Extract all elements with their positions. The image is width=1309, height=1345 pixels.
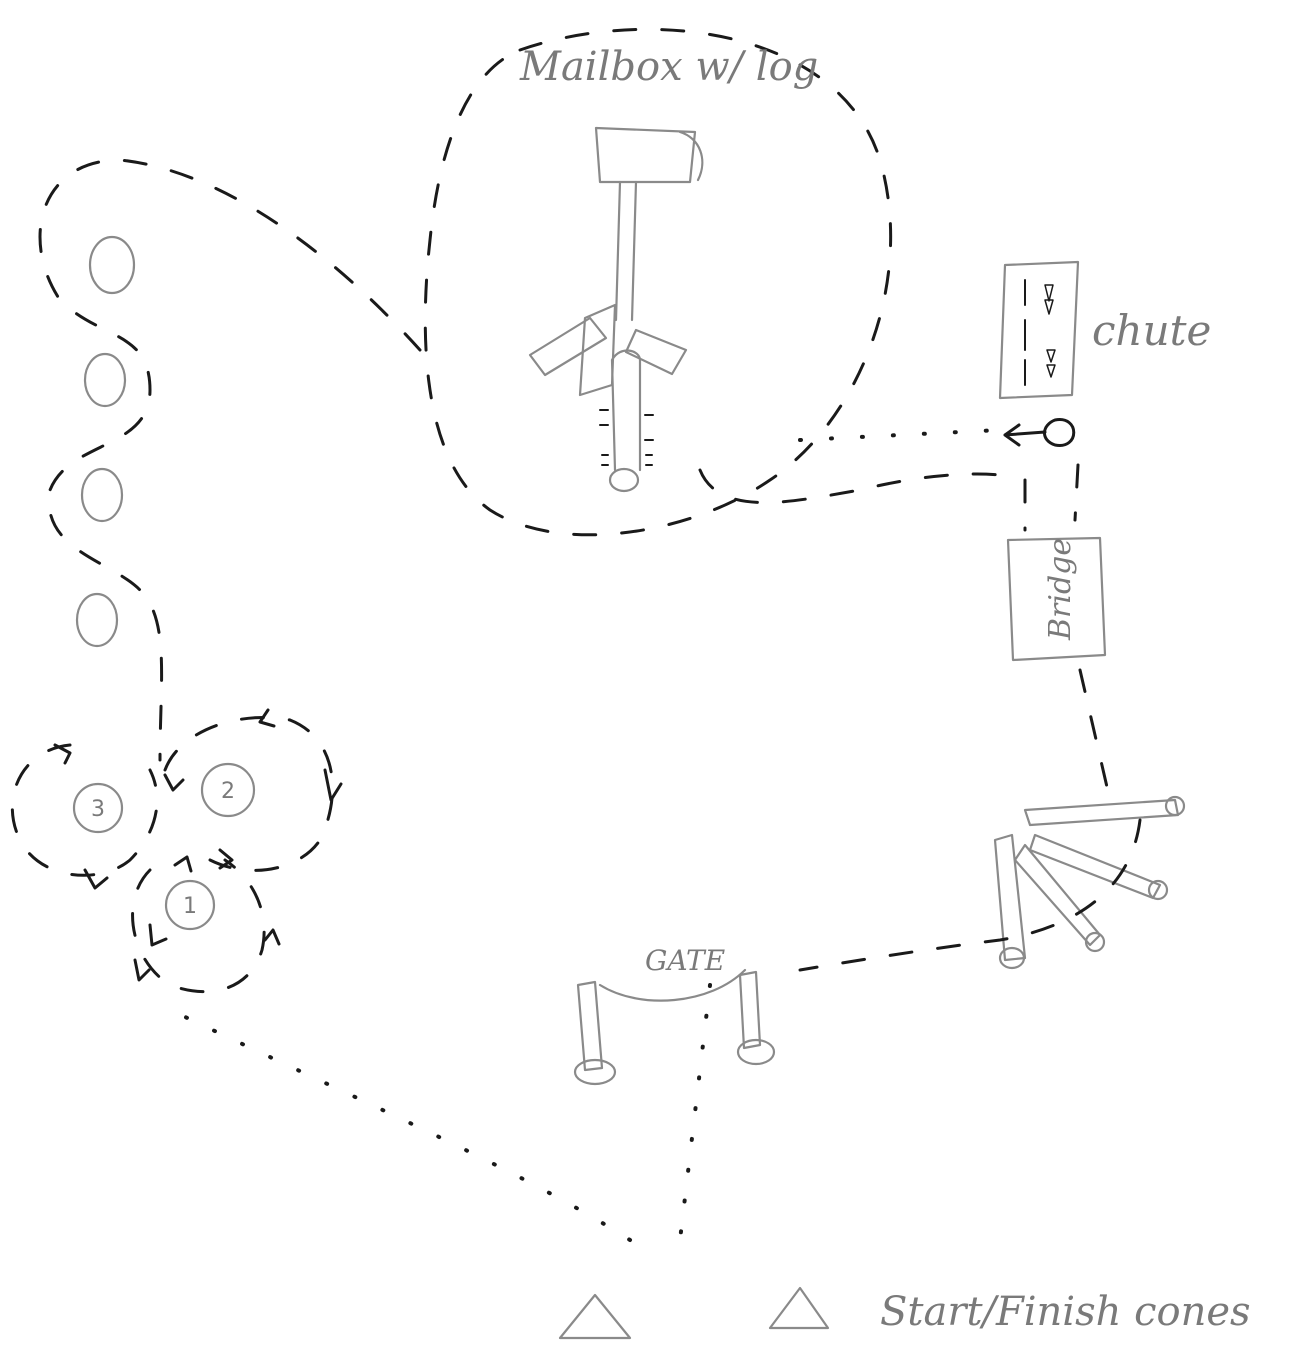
chute-icon [998,260,1080,400]
cone-weave [38,158,422,762]
log-lower [610,349,642,472]
numbered-cone-1 [164,879,216,931]
mailbox-post [614,180,638,322]
route-chute-to-mailbox [698,468,1002,504]
route-mailbox-to-chute [798,428,1002,442]
mailbox-obstacle: Mailbox w/ log [423,27,893,537]
pole-2 [1028,833,1162,900]
cone-number-1: 1 [183,894,197,919]
weave-route [38,158,422,762]
mailbox-label: Mailbox w/ log [519,44,818,90]
weave-cone-3 [80,467,124,523]
mailbox-route-circle [423,27,893,537]
pole-3 [1013,843,1102,947]
chute-obstacle: chute [998,260,1211,447]
circle-route-2 [163,715,334,872]
chute-label: chute [1092,306,1211,355]
mailbox-icon [594,126,704,184]
weave-cone-2 [83,352,127,408]
log-right [624,328,688,376]
route-gate-to-start [678,983,712,1242]
cone-number-3: 3 [91,797,105,822]
bridge-obstacle: Bridge [1006,463,1112,802]
start-finish-label: Start/Finish cones [880,1289,1251,1335]
bridge-label: Bridge [1043,538,1078,641]
course-routes [158,428,1002,1242]
circle-route-1 [131,858,266,993]
pole-route [798,818,1142,972]
start-cone-right [768,1286,830,1330]
bridge-route [1023,463,1112,802]
gate-rope [598,968,747,1002]
arrow-icon [53,708,343,982]
start-cone-left [558,1293,632,1340]
log-end [608,467,640,493]
numbered-cone-2 [200,762,256,818]
numbered-cones: 3 2 1 [10,708,343,993]
route-start-to-circles [158,1003,632,1242]
bridge-icon [1006,536,1107,662]
pole-1 [1023,798,1180,827]
gate-obstacle: GATE [573,944,776,1086]
chute-exit-marker [1003,418,1076,447]
gate-right-post [738,970,762,1050]
circle-route-3 [10,743,159,877]
gate-left-post [576,980,604,1072]
pole-fan-obstacle [798,795,1186,972]
gate-label: GATE [645,944,725,977]
log-left [528,316,608,377]
weave-cone-1 [88,235,136,295]
numbered-cone-3 [72,782,124,834]
weave-cone-4 [75,592,119,648]
cone-number-2: 2 [221,779,235,804]
start-finish-cones: Start/Finish cones [558,1286,1251,1340]
